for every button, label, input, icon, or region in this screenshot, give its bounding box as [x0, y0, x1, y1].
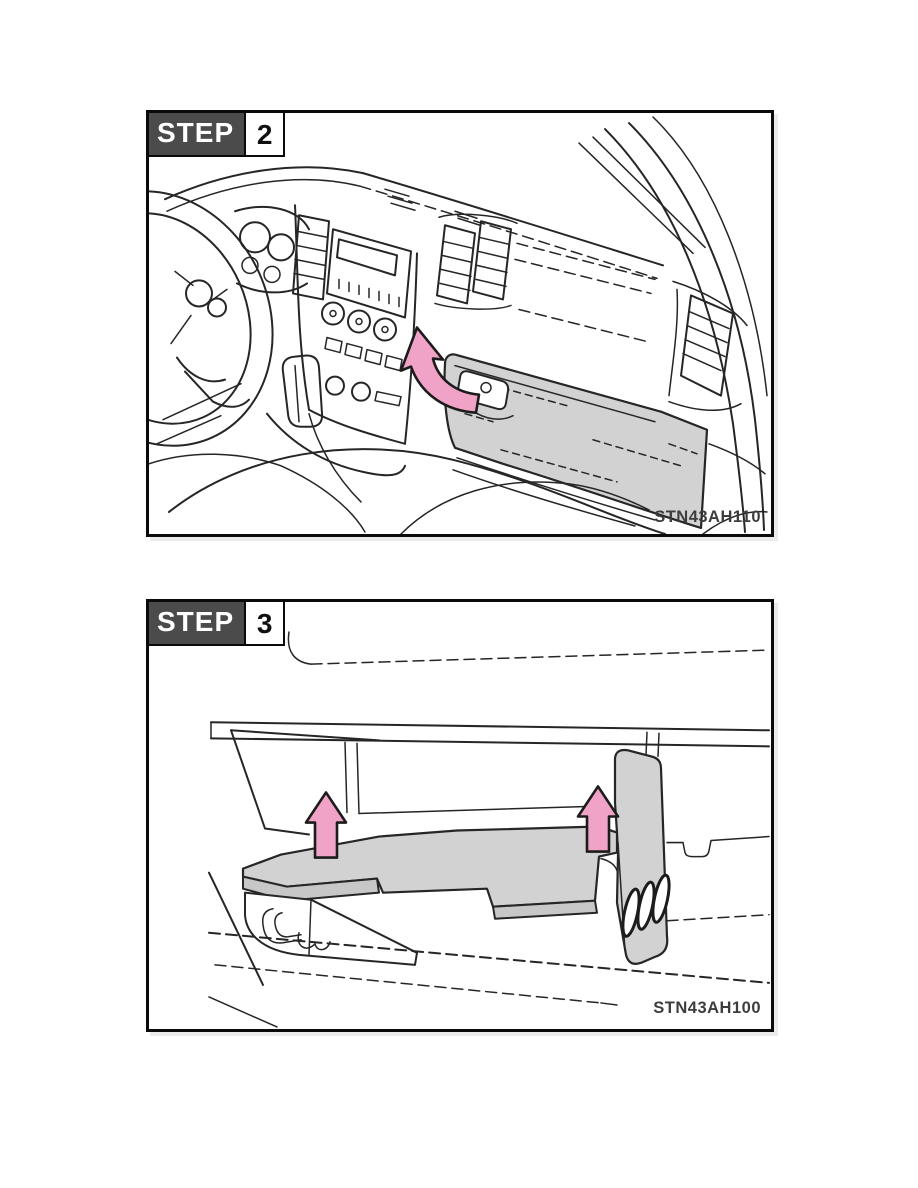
step-badge: STEP 3 — [149, 602, 286, 646]
steering-wheel — [149, 190, 274, 447]
center-vents — [434, 213, 518, 310]
instrument-cluster — [234, 205, 310, 294]
glovebox-door — [443, 353, 768, 534]
radio-unit — [326, 228, 412, 319]
bracket-side-plate — [613, 748, 671, 965]
seat-floor — [149, 382, 666, 534]
dashboard-top — [164, 166, 664, 280]
glovebox-cavity — [230, 729, 602, 836]
step-badge-number: 3 — [244, 602, 284, 644]
step-badge-word: STEP — [149, 113, 245, 155]
shifter-console — [266, 354, 406, 503]
figure-panel-step-3: STEP 3 — [146, 599, 774, 1032]
passenger-airbag-panel — [514, 242, 656, 343]
dash-underside — [287, 631, 770, 665]
dashboard-illustration — [149, 116, 768, 534]
figure-panel-step-2: STEP 2 — [146, 110, 774, 537]
up-arrow-icon — [304, 791, 348, 859]
step-badge-word: STEP — [149, 602, 245, 644]
kick-panel-lines — [666, 835, 770, 922]
floor-sill-lines — [208, 871, 770, 1028]
up-arrow-icon — [576, 785, 620, 853]
center-stack — [292, 204, 418, 445]
glovebox-opening-frame — [210, 721, 770, 758]
glovebox-bracket-illustration — [208, 631, 770, 1028]
figure-code: STN43AH100 — [653, 999, 761, 1017]
curved-open-arrow-icon — [399, 326, 481, 415]
a-pillar — [578, 116, 768, 533]
side-vent — [668, 280, 748, 412]
step-badge-number: 2 — [244, 113, 284, 155]
figure-code: STN43AH110 — [654, 508, 761, 526]
step-badge: STEP 2 — [149, 113, 286, 157]
door-clip-detail — [244, 891, 418, 966]
